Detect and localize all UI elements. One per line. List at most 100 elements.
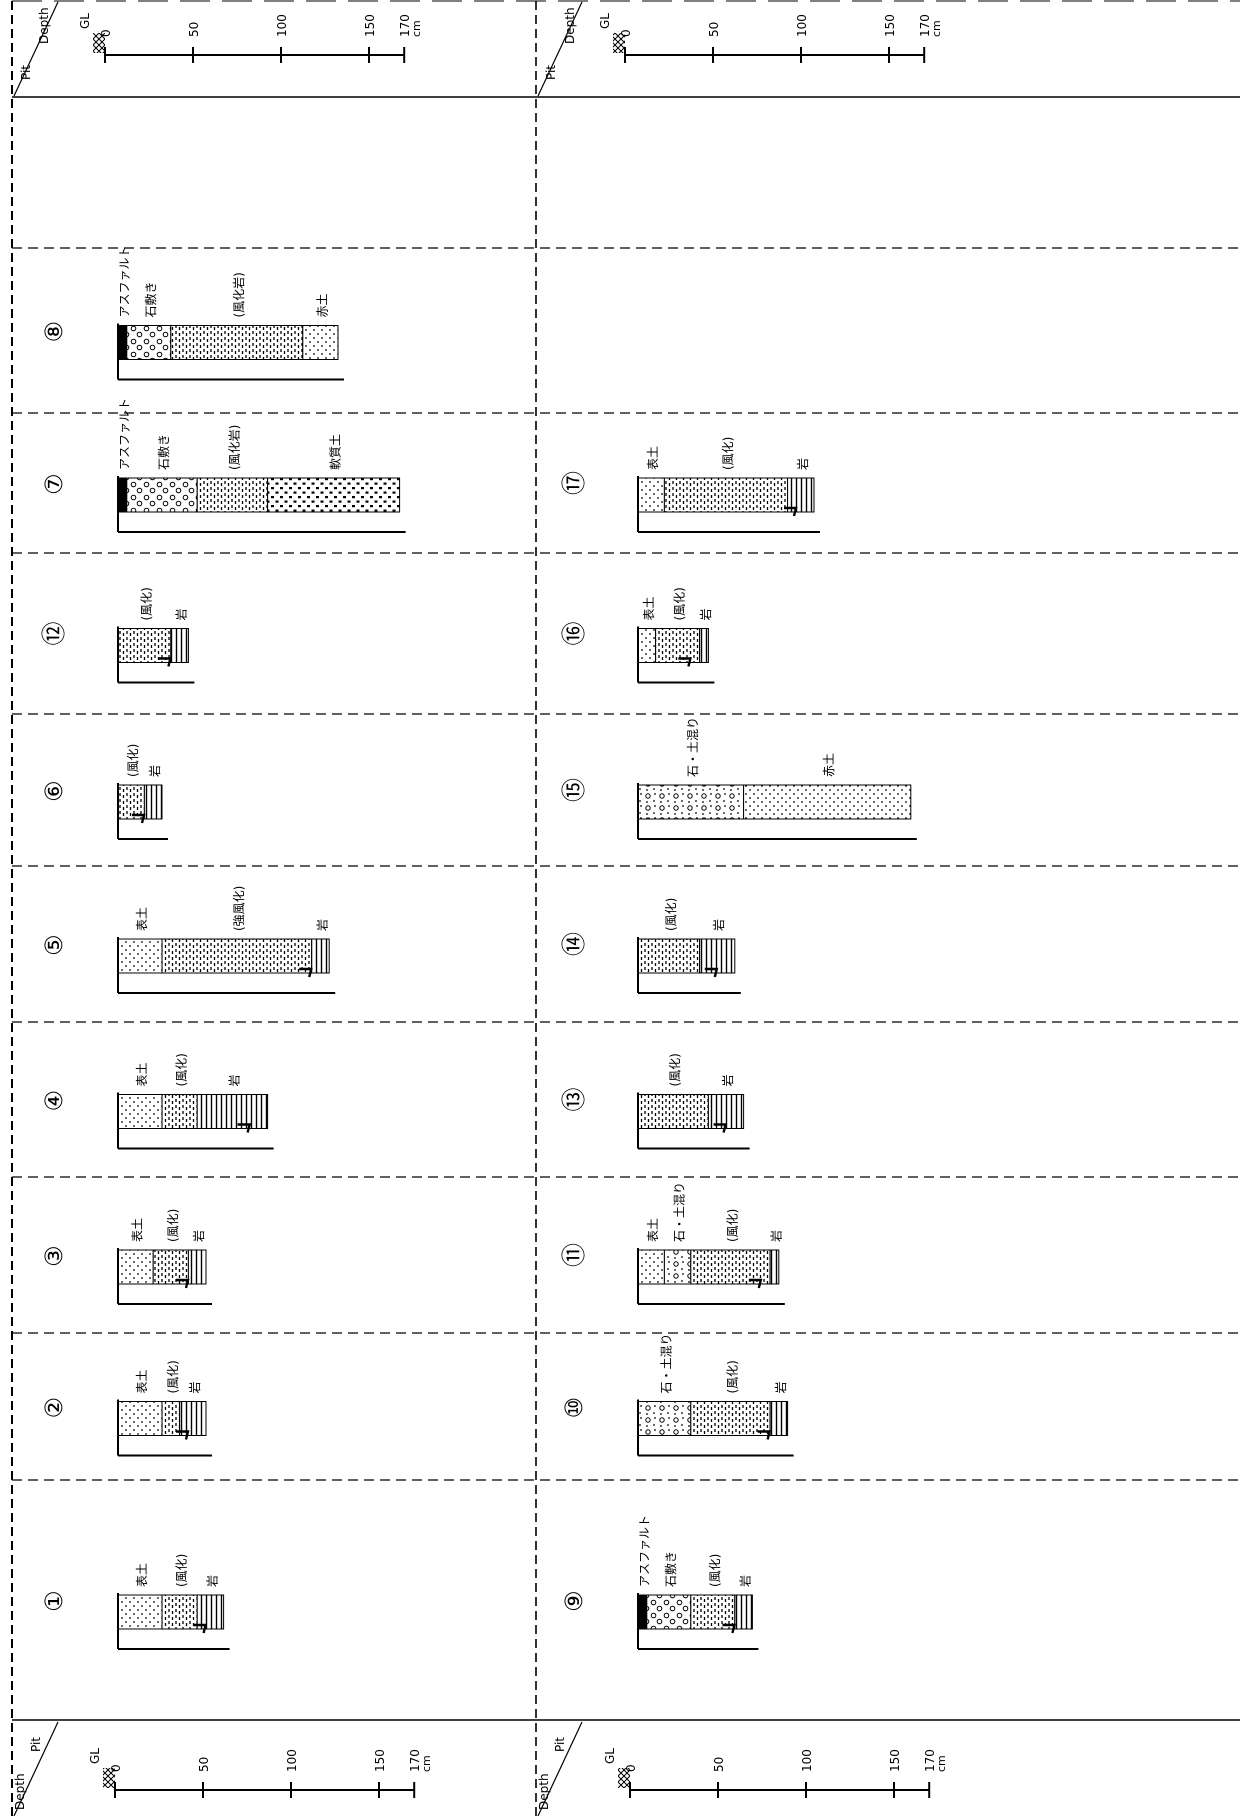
scale-tick-label: 50 [712, 1757, 726, 1772]
layer-rock [171, 629, 189, 663]
layer-label: 石・土混り [673, 1182, 687, 1242]
layer-label: 岩 [711, 919, 726, 931]
pit-label: Pit [553, 1737, 567, 1752]
layer-label: 軟質土 [328, 434, 343, 470]
pit-profile: ⑧ アスファルト石敷き (風化岩) 赤土 [40, 245, 344, 379]
gl-label: GL [78, 13, 92, 29]
layer-paving_stone [127, 478, 197, 512]
corner-header-bottom-left: Pit Depth [13, 1722, 58, 1816]
pit-number: ④ [40, 1090, 68, 1112]
layer-label: アスファルト [637, 1515, 651, 1587]
layer-label: (風化岩) [226, 425, 241, 470]
layer-label: 岩 [795, 458, 810, 470]
scale-tick-label: 100 [795, 14, 809, 37]
layer-label: 表土 [646, 446, 660, 470]
pit-profile: ⑪ 表土石・土混り (風化) 岩 [560, 1182, 785, 1304]
layer-label: 岩 [226, 1074, 241, 1086]
pit-profile: ⑮ 石・土混り赤土 [560, 717, 917, 839]
pit-number: ⑬ [560, 1088, 588, 1112]
layer-weathered [656, 629, 700, 663]
layer-topsoil [638, 629, 656, 663]
layer-label: 表土 [131, 1218, 145, 1242]
layer-label: 岩 [720, 1074, 735, 1086]
layer-weathered_rock [197, 478, 267, 512]
layer-label: 表土 [135, 907, 149, 931]
layer-label: 表土 [642, 596, 656, 620]
pit-profile: ⑤表土(強風化)岩 [40, 886, 335, 993]
layer-label: 石敷き [143, 281, 158, 317]
scale-tick-label: 0 [109, 1764, 123, 1772]
pit-number: ⑪ [560, 1243, 588, 1267]
pit-number: ⑫ [40, 622, 68, 646]
layer-label: 石・土混り [686, 717, 700, 777]
scale-tick-label: 50 [197, 1757, 211, 1772]
layer-label: 表土 [646, 1218, 660, 1242]
layer-label: 岩 [204, 1575, 219, 1587]
layer-label: (風化) [673, 587, 687, 620]
pit-profile: ⑥(風化)岩 [40, 744, 168, 839]
layer-rock [735, 1595, 753, 1629]
pit-profile: ④ 表土 (風化) 岩 [40, 1053, 274, 1148]
layer-stone_soil_mix [664, 1250, 690, 1284]
layer-label: 岩 [147, 765, 162, 777]
gl-label: GL [88, 1748, 102, 1764]
unit-label: cm [930, 20, 943, 37]
layer-label: (風化岩) [231, 272, 246, 317]
layer-label: 赤土 [822, 753, 836, 777]
pit-profile: ①表土(風化)岩 [40, 1554, 230, 1649]
layer-label: 表土 [135, 1369, 149, 1393]
layer-red_soil [744, 785, 911, 819]
layer-weathered [638, 1095, 708, 1129]
layer-rock [144, 785, 162, 819]
layer-label: 岩 [187, 1381, 202, 1393]
pit-number: ⑧ [40, 321, 68, 343]
layer-label: 岩 [191, 1230, 206, 1242]
layer-topsoil [118, 1402, 162, 1436]
scale-tick-label: 0 [99, 29, 113, 37]
layer-label: (風化) [166, 1209, 180, 1242]
layer-label: 岩 [768, 1230, 783, 1242]
pit-profile: ⑨アスファルト石敷き(風化)岩 [560, 1515, 758, 1649]
layer-label: (風化) [664, 898, 678, 931]
layer-asphalt [118, 478, 127, 512]
pit-number: ⑰ [560, 471, 588, 495]
layer-yellow_soil [268, 478, 400, 512]
corner-header-top-right: Pit Depth [538, 2, 582, 96]
scale-tick-label: 150 [373, 1749, 387, 1772]
layer-label: 石・土混り [659, 1333, 673, 1393]
layer-topsoil [638, 1250, 664, 1284]
layer-label: アスファルト [117, 398, 131, 470]
layer-label: 表土 [135, 1563, 149, 1587]
layer-label: 赤土 [315, 293, 329, 317]
layer-asphalt [638, 1595, 647, 1629]
unit-label: cm [420, 1755, 433, 1772]
pit-number: ⑨ [560, 1590, 588, 1612]
layer-weathered_rock [171, 326, 303, 360]
gl-label: GL [598, 13, 612, 29]
pit-number: ③ [40, 1245, 68, 1267]
pit-profile: ⑰ 表土 (風化) 岩 [560, 437, 820, 532]
layer-label: 表土 [135, 1062, 149, 1086]
pit-profiles: ①表土(風化)岩②表土(風化)岩③表土(風化)岩④表土(風化)岩⑤表土(強風化)… [40, 245, 917, 1649]
pit-number: ② [40, 1397, 68, 1419]
pit-profile: ⑩石・土混り(風化)岩 [560, 1333, 794, 1455]
pit-number: ⑮ [560, 778, 588, 802]
layer-rock [770, 1402, 788, 1436]
layer-label: 岩 [738, 1575, 753, 1587]
layer-label: (風化) [721, 437, 735, 470]
layer-rock [188, 1250, 206, 1284]
layer-label: 岩 [314, 919, 329, 931]
layer-label: (風化) [139, 587, 153, 620]
layer-label: (風化) [725, 1209, 739, 1242]
scale-tick-label: 100 [275, 14, 289, 37]
layer-label: アスファルト [117, 245, 131, 317]
layer-topsoil [118, 939, 162, 973]
layer-label: (風化) [175, 1053, 189, 1086]
scale-tick-label: 150 [888, 1749, 902, 1772]
scale-tick-label: 0 [624, 1764, 638, 1772]
corner-header-bottom-right: Pit Depth [537, 1722, 582, 1816]
unit-label: cm [935, 1755, 948, 1772]
